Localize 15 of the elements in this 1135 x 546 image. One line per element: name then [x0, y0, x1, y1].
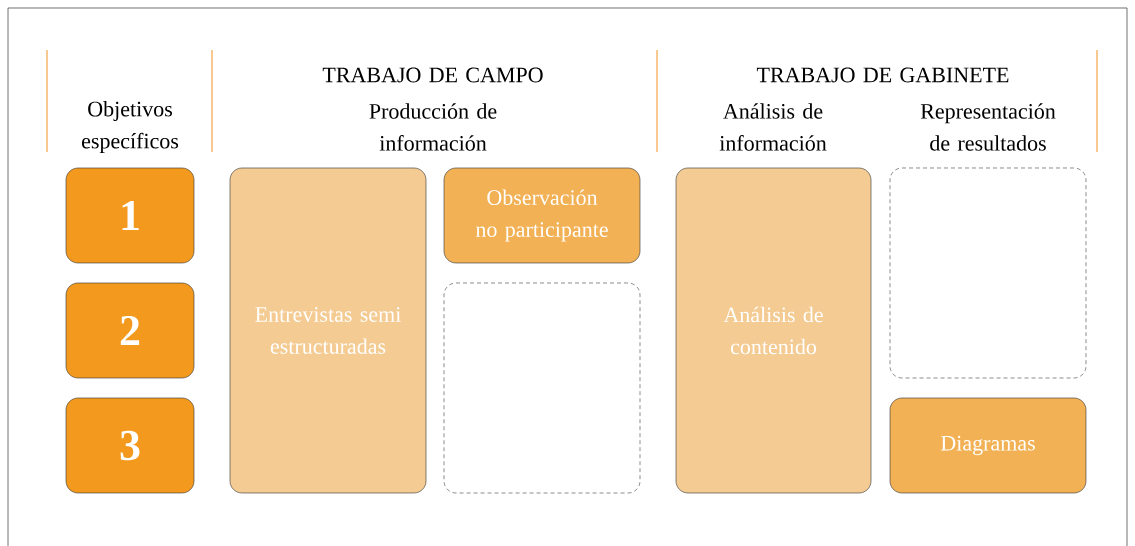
- method-box: Diagramas: [889, 397, 1087, 494]
- method-box: Análisis de contenido: [675, 167, 872, 494]
- column-heading: Objetivos específicos: [82, 101, 179, 153]
- number-box: 1: [65, 167, 195, 264]
- section-heading: TRABAJO DE CAMPO: [322, 67, 543, 83]
- number-box: 3: [65, 397, 195, 494]
- method-box: Observación no participante: [443, 167, 641, 264]
- section-heading: TRABAJO DE GABINETE: [756, 67, 1009, 83]
- column-heading: Representación de resultados: [920, 103, 1056, 151]
- empty-box: [443, 282, 641, 494]
- column-heading: Análisis de información: [719, 103, 827, 151]
- number-box: 2: [65, 282, 195, 379]
- method-box: Entrevistas semi estructuradas: [229, 167, 427, 494]
- column-heading: Producción de información: [369, 103, 497, 151]
- empty-box: [889, 167, 1087, 379]
